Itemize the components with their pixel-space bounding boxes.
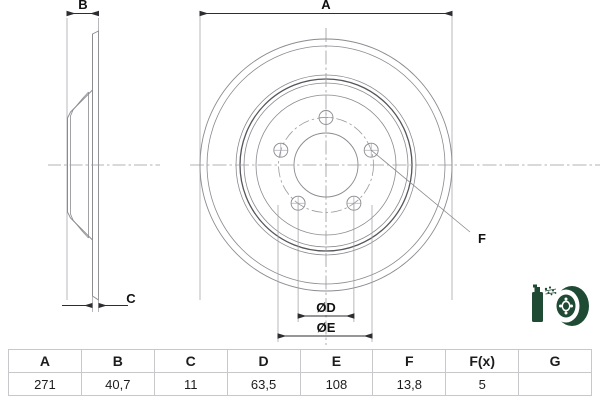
- dimension-b: B: [66, 0, 99, 17]
- table-value-cell: 271: [8, 372, 82, 396]
- table-header-cell: C: [153, 349, 228, 373]
- spray-coating-icon: [532, 284, 589, 326]
- dimension-d-label: ØD: [316, 300, 336, 315]
- table-header-row: A B C D E F F(x) G: [8, 349, 592, 373]
- table-value-cell: 5: [445, 372, 520, 396]
- dimension-e-label: ØE: [317, 320, 336, 335]
- table-value-cell: [518, 372, 592, 396]
- dimension-d: ØD: [297, 300, 355, 319]
- table-header-cell: A: [8, 349, 82, 373]
- table-header-cell: E: [299, 349, 374, 373]
- table-header-cell: D: [226, 349, 301, 373]
- front-circular-view: A: [190, 0, 600, 345]
- table-value-row: 271 40,7 11 63,5 108 13,8 5: [8, 372, 592, 396]
- dimension-b-label: B: [78, 0, 87, 12]
- side-section-view: B C: [48, 0, 160, 312]
- dimension-e: ØE: [277, 320, 373, 339]
- table-header-cell: B: [80, 349, 155, 373]
- table-value-cell: 11: [153, 372, 228, 396]
- table-header-cell: F(x): [445, 349, 520, 373]
- table-header-cell: G: [518, 349, 592, 373]
- specification-table: A B C D E F F(x) G 271 40,7 11 63,5 108 …: [8, 349, 592, 396]
- dimension-a-label: A: [321, 0, 331, 12]
- dimension-c: C: [62, 291, 136, 312]
- table-value-cell: 63,5: [226, 372, 301, 396]
- dimension-f-leader: F: [370, 149, 486, 246]
- dimension-c-label: C: [126, 291, 136, 306]
- table-value-cell: 108: [299, 372, 374, 396]
- dimension-a: A: [199, 0, 453, 17]
- table-value-cell: 40,7: [80, 372, 155, 396]
- table-value-cell: 13,8: [372, 372, 447, 396]
- table-header-cell: F: [372, 349, 447, 373]
- dimension-f-label: F: [478, 231, 486, 246]
